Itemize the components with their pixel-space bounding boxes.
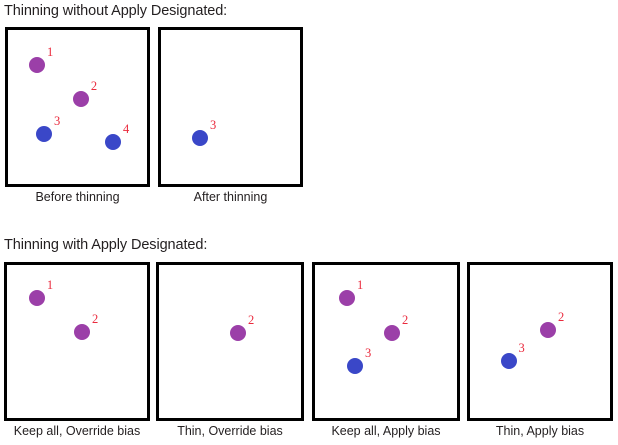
designated-point-dot [230,324,247,341]
designated-point-dot [29,57,45,74]
regular-point-dot [35,126,52,142]
diagram-panel: 1 2 3 [312,262,460,421]
regular-point-dot [192,130,208,146]
point-label: 1 [47,45,54,60]
designated-point-dot [74,323,91,340]
regular-point-dot [500,353,517,370]
panel-caption: After thinning [193,190,268,204]
point-label: 3 [210,118,217,132]
panel-caption: Keep all, Apply bias [331,424,441,438]
panel-caption: Before thinning [35,190,120,204]
point-label: 3 [53,114,61,128]
point-label: 2 [557,309,565,324]
point-label: 2 [92,311,99,326]
panel-caption: Thin, Override bias [177,424,283,438]
diagram-panel: 2 [156,262,304,421]
panel-caption: Keep all, Override bias [13,424,141,438]
point-label: 3 [364,346,372,361]
panel-caption: Thin, Apply bias [495,424,585,438]
designated-point-dot [338,289,355,306]
point-label: 1 [356,277,364,292]
point-label: 4 [122,122,130,136]
section-heading-thinning-without-apply-designated: Thinning without Apply Designated: [4,3,228,19]
point-label: 2 [90,78,98,93]
regular-point-dot [104,134,121,150]
designated-point-dot [383,324,400,341]
point-label: 2 [401,312,409,327]
designated-point-dot [72,90,89,107]
diagram-panel: 1 2 3 4 [5,27,150,187]
point-label: 1 [46,277,54,292]
regular-point-dot [346,358,363,375]
designated-point-dot [539,321,556,338]
point-label: 3 [518,341,525,356]
diagram-panel: 3 [158,27,303,187]
section-heading-thinning-with-apply-designated: Thinning with Apply Designated: [4,237,208,253]
designated-point-dot [28,289,45,306]
point-label: 2 [248,312,255,327]
